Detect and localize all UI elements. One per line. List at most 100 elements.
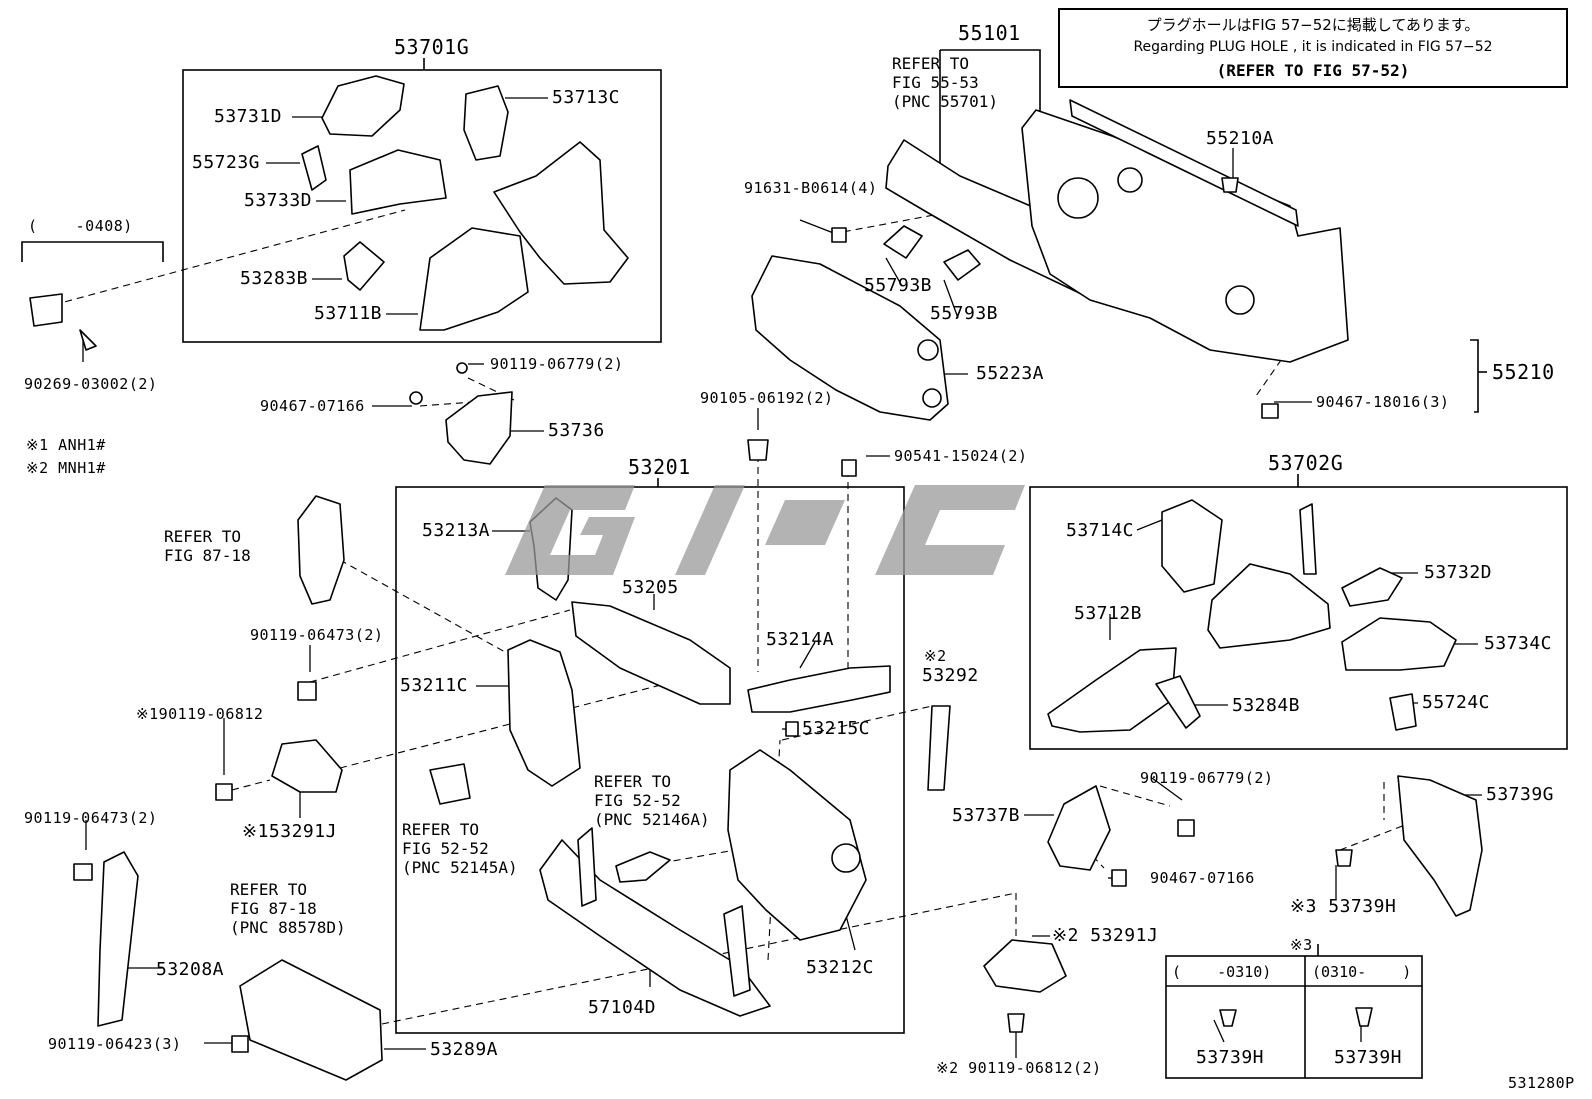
part-label-55724C[interactable]: 55724C [1422, 692, 1491, 713]
part-label-53739H[interactable]: ※3 53739H [1290, 896, 1397, 917]
part-label-55210[interactable]: 55210 [1492, 360, 1555, 384]
plug-hole-note: プラグホールはFIG 57−52に掲載してあります。 Regarding PLU… [1058, 8, 1568, 88]
part-55793B-a [883, 225, 923, 259]
part-label-57104D[interactable]: 57104D [588, 997, 657, 1018]
variant-table-frame [1165, 955, 1423, 1079]
part-53292 [927, 705, 951, 791]
part-label-53212C[interactable]: 53212C [806, 957, 875, 978]
part-label-53283B[interactable]: 53283B [240, 268, 309, 289]
part-53291J-right [983, 939, 1067, 993]
part-label-53714C[interactable]: 53714C [1066, 520, 1135, 541]
part-55724C [1389, 693, 1417, 731]
part-53713C [463, 85, 509, 161]
part-label-90119-06473-a[interactable]: 90119-06473(2) [250, 626, 384, 644]
part-label-90467-18016[interactable]: 90467-18016(3) [1316, 393, 1450, 411]
group-label-53201[interactable]: 53201 [628, 455, 691, 479]
group-label-53702G[interactable]: 53702G [1268, 451, 1344, 475]
part-label-53205[interactable]: 53205 [622, 577, 679, 598]
part-52145A [429, 763, 471, 805]
part-53731D [321, 75, 405, 137]
part-label-90119-06473-b[interactable]: 90119-06473(2) [24, 809, 158, 827]
part-53702G-apron [1207, 563, 1331, 649]
part-label-53731D[interactable]: 53731D [214, 106, 283, 127]
part-label-90105[interactable]: 90105-06192(2) [700, 389, 834, 407]
note-japanese: プラグホールはFIG 57−52に掲載してあります。 [1146, 16, 1480, 34]
part-label-90119-06779-b[interactable]: 90119-06779(2) [1140, 769, 1274, 787]
part-label-53292[interactable]: 53292 [922, 665, 979, 686]
part-label-55793B-a[interactable]: 55793B [864, 275, 933, 296]
part-label-53739G[interactable]: 53739G [1486, 784, 1555, 805]
group-label-53701G[interactable]: 53701G [394, 35, 470, 59]
refer-fig-52-52-b[interactable]: REFER TO FIG 52-52 (PNC 52145A) [402, 820, 518, 877]
part-label-53712B[interactable]: 53712B [1074, 603, 1143, 624]
part-label-53737B[interactable]: 53737B [952, 805, 1021, 826]
part-label-53214A[interactable]: 53214A [766, 629, 835, 650]
part-label-90269[interactable]: 90269-03002(2) [24, 375, 158, 393]
part-53211C [507, 639, 581, 787]
part-label-53208A[interactable]: 53208A [156, 959, 225, 980]
watermark-logo [505, 485, 1025, 575]
refer-fig-87-18-b[interactable]: REFER TO FIG 87-18 (PNC 88578D) [230, 880, 346, 937]
part-53205 [571, 601, 731, 705]
part-label-53733D[interactable]: 53733D [244, 190, 313, 211]
part-label-90541[interactable]: 90541-15024(2) [894, 447, 1028, 465]
refer-fig-87-18-a[interactable]: REFER TO FIG 87-18 [164, 527, 251, 565]
figure-id: 531280P [1508, 1074, 1575, 1092]
variant-col2-part[interactable]: 53739H [1334, 1047, 1403, 1068]
part-label-90467-07166-b[interactable]: 90467-07166 [1150, 869, 1255, 887]
part-label-53211C[interactable]: 53211C [400, 675, 469, 696]
part-53739G [1397, 775, 1483, 917]
part-label-53213A[interactable]: 53213A [422, 520, 491, 541]
part-90269-clip [29, 293, 63, 327]
part-52146A [615, 851, 671, 883]
part-label-90119-06423[interactable]: 90119-06423(3) [48, 1035, 182, 1053]
variant-col1-part[interactable]: 53739H [1196, 1047, 1265, 1068]
part-label-90119-06779-a[interactable]: 90119-06779(2) [490, 355, 624, 373]
part-53291J-left [271, 739, 343, 793]
part-label-53736[interactable]: 53736 [548, 420, 605, 441]
part-53736 [445, 391, 513, 465]
part-label-53284B[interactable]: 53284B [1232, 695, 1301, 716]
part-label-53734C[interactable]: 53734C [1484, 633, 1553, 654]
refer-fig-55-53[interactable]: REFER TO FIG 55-53 (PNC 55701) [892, 54, 998, 111]
part-53284B [1155, 675, 1201, 729]
part-label-53291J-a[interactable]: ※153291J [242, 821, 337, 842]
part-53215C [785, 721, 799, 737]
part-53283B [343, 241, 385, 291]
group-box-53701G [182, 69, 662, 343]
part-label-53291J-b[interactable]: ※2 53291J [1052, 925, 1159, 946]
part-55723G [301, 145, 327, 191]
part-53701G-apron [493, 141, 629, 285]
part-label-55723G[interactable]: 55723G [192, 152, 261, 173]
variant-col1-header: ( -0310) [1172, 963, 1272, 981]
part-53214A [747, 665, 891, 713]
footnote-1: ※1 ANH1# [26, 436, 106, 454]
group-label-55101[interactable]: 55101 [958, 21, 1021, 45]
part-53732D [1341, 567, 1403, 607]
part-label-91631[interactable]: 91631-B0614(4) [744, 179, 878, 197]
part-55210 [1021, 109, 1349, 363]
part-label-55210A[interactable]: 55210A [1206, 128, 1275, 149]
refer-fig-52-52-a[interactable]: REFER TO FIG 52-52 (PNC 52146A) [594, 772, 710, 829]
part-53212C [727, 749, 867, 941]
note-english: Regarding PLUG HOLE , it is indicated in… [1133, 39, 1493, 55]
part-label-90467-07166-a[interactable]: 90467-07166 [260, 397, 365, 415]
part-label-53711B[interactable]: 53711B [314, 303, 383, 324]
part-radiator-support-87-18 [297, 495, 345, 605]
footnote-3: ※3 [1290, 936, 1313, 954]
part-label-53215C[interactable]: 53215C [802, 718, 871, 739]
part-label-55793B-b[interactable]: 55793B [930, 303, 999, 324]
part-53737B [1047, 785, 1111, 871]
part-label-90119-06812-b[interactable]: ※2 90119-06812(2) [936, 1059, 1102, 1077]
part-55223A [751, 255, 949, 421]
date-range-0408: ( -0408) [28, 217, 133, 235]
part-label-53289A[interactable]: 53289A [430, 1039, 499, 1060]
part-label-55223A[interactable]: 55223A [976, 363, 1045, 384]
part-53711B [419, 227, 529, 331]
part-label-53713C[interactable]: 53713C [552, 87, 621, 108]
part-label-53732D[interactable]: 53732D [1424, 562, 1493, 583]
part-label-90119-06812-a[interactable]: ※190119-06812 [136, 705, 264, 723]
part-53733D [349, 149, 447, 215]
part-label-53292-mark: ※2 [924, 647, 947, 665]
